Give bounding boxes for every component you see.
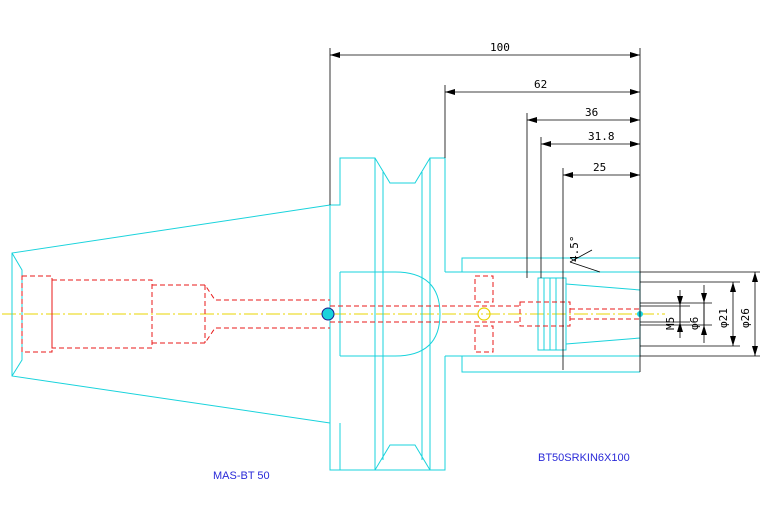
dim-label-100: 100 [490, 41, 510, 54]
dim-label-25: 25 [593, 161, 606, 174]
dimension-100: 100 [330, 41, 640, 58]
dim-label-31-8: 31.8 [588, 130, 615, 143]
dim-label-m5: M5 [664, 317, 677, 330]
center-marker-mid [477, 307, 491, 321]
center-marker-left [321, 307, 335, 321]
flange [329, 157, 640, 471]
dimension-m5: M5 [664, 290, 683, 338]
caption-holder: MAS-BT 50 [213, 470, 270, 482]
extension-lines [329, 48, 760, 372]
dimension-36: 36 [527, 106, 640, 123]
dim-label-36: 36 [585, 106, 598, 119]
dimension-dia21: φ21 [717, 282, 736, 346]
dimension-31-8: 31.8 [541, 130, 640, 147]
dim-label-dia26: φ26 [739, 308, 752, 328]
dimension-dia26: φ26 [739, 272, 758, 356]
dimension-25: 25 [563, 161, 640, 178]
dimension-angle: 4.5° [568, 236, 601, 273]
dim-label-angle: 4.5° [568, 236, 581, 263]
dimension-dia6: φ6 [688, 285, 707, 343]
caption-model: BT50SRKIN6X100 [538, 452, 630, 464]
dimension-62: 62 [445, 78, 640, 95]
dim-label-dia21: φ21 [717, 308, 730, 328]
dim-label-dia6: φ6 [688, 317, 701, 330]
dim-label-62: 62 [534, 78, 547, 91]
hidden-bores [21, 275, 640, 353]
